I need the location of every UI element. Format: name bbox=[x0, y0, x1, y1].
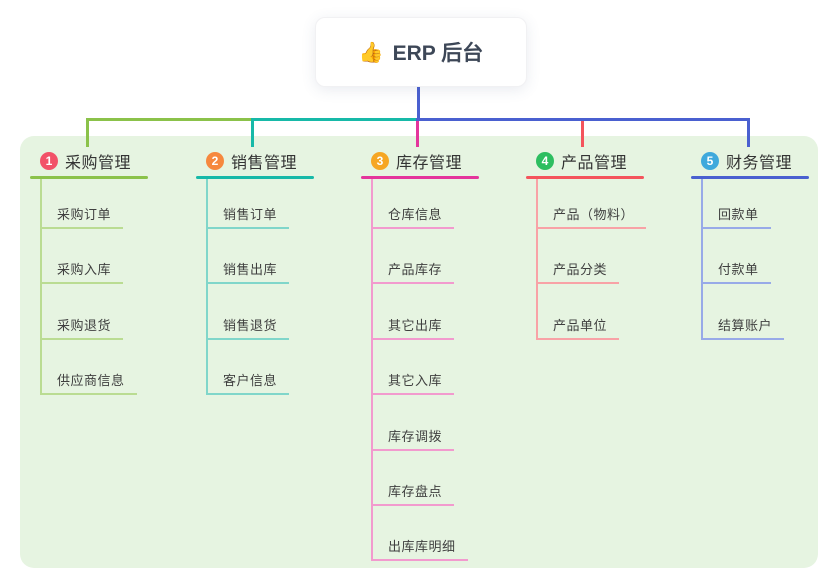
root-node-label: ERP 后台 bbox=[392, 42, 484, 65]
branch-child-spine bbox=[701, 179, 703, 340]
branch-header[interactable]: 4 产品管理 bbox=[526, 149, 671, 173]
child-node[interactable]: 客户信息 bbox=[206, 370, 290, 395]
branch-drop-line bbox=[747, 120, 750, 147]
branch-number-badge: 4 bbox=[536, 152, 554, 170]
child-node[interactable]: 仓库信息 bbox=[371, 204, 455, 229]
branch-number-badge: 1 bbox=[40, 152, 58, 170]
branch-title: 销售管理 bbox=[231, 155, 298, 172]
branch-drop-line bbox=[416, 120, 419, 147]
branch-drop-line bbox=[251, 120, 254, 147]
child-node-label: 采购退货 bbox=[57, 318, 112, 333]
child-node-label: 产品（物料） bbox=[553, 207, 635, 222]
child-node-label: 回款单 bbox=[718, 207, 759, 222]
branch-title: 产品管理 bbox=[561, 155, 628, 172]
child-node[interactable]: 其它出库 bbox=[371, 315, 455, 340]
child-node[interactable]: 其它入库 bbox=[371, 370, 455, 395]
branch-node: 2 销售管理 销售订单销售出库销售退货客户信息 bbox=[196, 149, 341, 395]
child-node[interactable]: 采购订单 bbox=[40, 204, 124, 229]
child-node-label: 产品库存 bbox=[388, 262, 443, 277]
child-node[interactable]: 出库库明细 bbox=[371, 536, 468, 561]
child-node-label: 销售出库 bbox=[223, 262, 278, 277]
child-node-label: 其它入库 bbox=[388, 373, 443, 388]
child-node-label: 供应商信息 bbox=[57, 373, 125, 388]
child-node[interactable]: 付款单 bbox=[701, 259, 771, 284]
child-node-label: 付款单 bbox=[718, 262, 759, 277]
child-node-label: 出库库明细 bbox=[388, 539, 456, 554]
child-node[interactable]: 结算账户 bbox=[701, 315, 785, 340]
child-node[interactable]: 采购入库 bbox=[40, 259, 124, 284]
branch-number-badge: 3 bbox=[371, 152, 389, 170]
child-node[interactable]: 产品库存 bbox=[371, 259, 455, 284]
branch-child-spine bbox=[371, 179, 373, 561]
child-node[interactable]: 产品分类 bbox=[536, 259, 620, 284]
child-node[interactable]: 产品单位 bbox=[536, 315, 620, 340]
branches-panel bbox=[20, 136, 818, 568]
branch-drop-line bbox=[86, 120, 89, 147]
branch-header[interactable]: 1 采购管理 bbox=[30, 149, 175, 173]
child-node[interactable]: 销售退货 bbox=[206, 315, 290, 340]
branch-underline bbox=[526, 176, 644, 179]
child-node[interactable]: 供应商信息 bbox=[40, 370, 137, 395]
branch-node: 5 财务管理 回款单付款单结算账户 bbox=[691, 149, 836, 340]
bus-segment-right bbox=[416, 118, 750, 121]
branch-number-badge: 5 bbox=[701, 152, 719, 170]
bus-segment-left bbox=[86, 118, 253, 121]
branch-title: 财务管理 bbox=[726, 155, 793, 172]
child-node-label: 销售订单 bbox=[223, 207, 278, 222]
child-node-label: 仓库信息 bbox=[388, 207, 443, 222]
child-node[interactable]: 销售出库 bbox=[206, 259, 290, 284]
branch-header[interactable]: 3 库存管理 bbox=[361, 149, 506, 173]
root-node[interactable]: 👍 ERP 后台 bbox=[315, 17, 527, 87]
child-node-label: 采购订单 bbox=[57, 207, 112, 222]
branch-header[interactable]: 5 财务管理 bbox=[691, 149, 836, 173]
branch-title: 库存管理 bbox=[396, 155, 463, 172]
branch-node: 3 库存管理 仓库信息产品库存其它出库其它入库库存调拨库存盘点出库库明细 bbox=[361, 149, 506, 561]
child-node-label: 产品单位 bbox=[553, 318, 608, 333]
branch-underline bbox=[691, 176, 809, 179]
child-node[interactable]: 库存盘点 bbox=[371, 481, 455, 506]
child-node-label: 产品分类 bbox=[553, 262, 608, 277]
child-node-label: 销售退货 bbox=[223, 318, 278, 333]
child-node[interactable]: 产品（物料） bbox=[536, 204, 647, 229]
branch-child-spine bbox=[40, 179, 42, 395]
thumbs-up-icon: 👍 bbox=[358, 41, 384, 64]
child-node[interactable]: 库存调拨 bbox=[371, 426, 455, 451]
branch-node: 4 产品管理 产品（物料） 产品分类产品单位 bbox=[526, 149, 671, 340]
bus-segment-middle bbox=[251, 118, 417, 121]
branch-child-spine bbox=[206, 179, 208, 395]
child-node[interactable]: 回款单 bbox=[701, 204, 771, 229]
child-node-label: 客户信息 bbox=[223, 373, 278, 388]
child-node-label: 库存调拨 bbox=[388, 429, 443, 444]
child-node-label: 库存盘点 bbox=[388, 484, 443, 499]
branch-child-spine bbox=[536, 179, 538, 340]
branch-node: 1 采购管理 采购订单采购入库采购退货供应商信息 bbox=[30, 149, 175, 395]
child-node[interactable]: 采购退货 bbox=[40, 315, 124, 340]
branch-underline bbox=[30, 176, 148, 179]
branch-underline bbox=[361, 176, 479, 179]
root-connector-line bbox=[417, 85, 420, 119]
branch-header[interactable]: 2 销售管理 bbox=[196, 149, 341, 173]
child-node-label: 其它出库 bbox=[388, 318, 443, 333]
branch-number-badge: 2 bbox=[206, 152, 224, 170]
branch-underline bbox=[196, 176, 314, 179]
child-node-label: 结算账户 bbox=[718, 318, 773, 333]
child-node-label: 采购入库 bbox=[57, 262, 112, 277]
child-node[interactable]: 销售订单 bbox=[206, 204, 290, 229]
branch-drop-line bbox=[581, 120, 584, 147]
branch-title: 采购管理 bbox=[65, 155, 132, 172]
